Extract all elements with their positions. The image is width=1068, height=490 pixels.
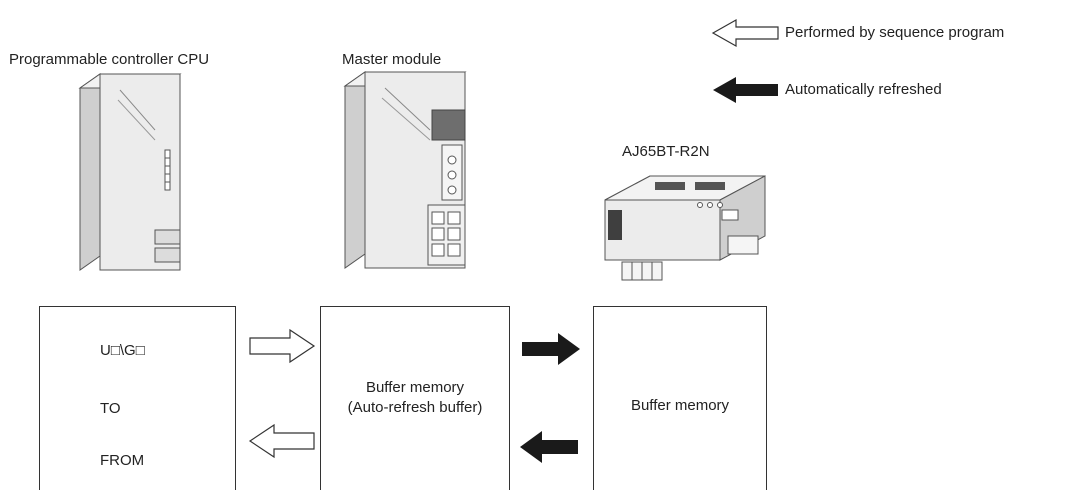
from-remote-solid-arrow-icon: [520, 431, 578, 463]
from-master-hollow-arrow-icon: [248, 423, 315, 459]
remote-buffer-label: Buffer memory: [630, 397, 730, 414]
remote-module-label: AJ65BT-R2N: [622, 143, 710, 160]
ladder-instruction-intelligent-access: U□\G□: [100, 342, 145, 359]
remote-buffer-box: [593, 306, 767, 490]
legend-hollow-arrow-label: Performed by sequence program: [785, 24, 1005, 41]
master-module-label: Master module: [342, 51, 442, 68]
remote-module-illustration: [604, 175, 766, 281]
cpu-module-illustration: [78, 73, 182, 271]
legend-hollow-arrow-icon: [711, 18, 779, 48]
master-buffer-line2: (Auto-refresh buffer): [347, 399, 483, 416]
cpu-label: Programmable controller CPU: [9, 51, 210, 68]
master-module-illustration: [343, 71, 467, 269]
to-remote-solid-arrow-icon: [522, 333, 580, 365]
master-buffer-label: Buffer memory (Auto-refresh buffer): [320, 378, 510, 418]
ladder-instruction-from: FROM: [100, 452, 145, 469]
master-buffer-line1: Buffer memory: [365, 379, 465, 396]
to-master-hollow-arrow-icon: [249, 328, 316, 364]
master-buffer-box: [320, 306, 510, 490]
ladder-instruction-to: TO: [100, 400, 121, 417]
legend-solid-arrow-icon: [713, 77, 778, 103]
program-box: [39, 306, 236, 490]
legend-solid-arrow-label: Automatically refreshed: [785, 81, 942, 98]
